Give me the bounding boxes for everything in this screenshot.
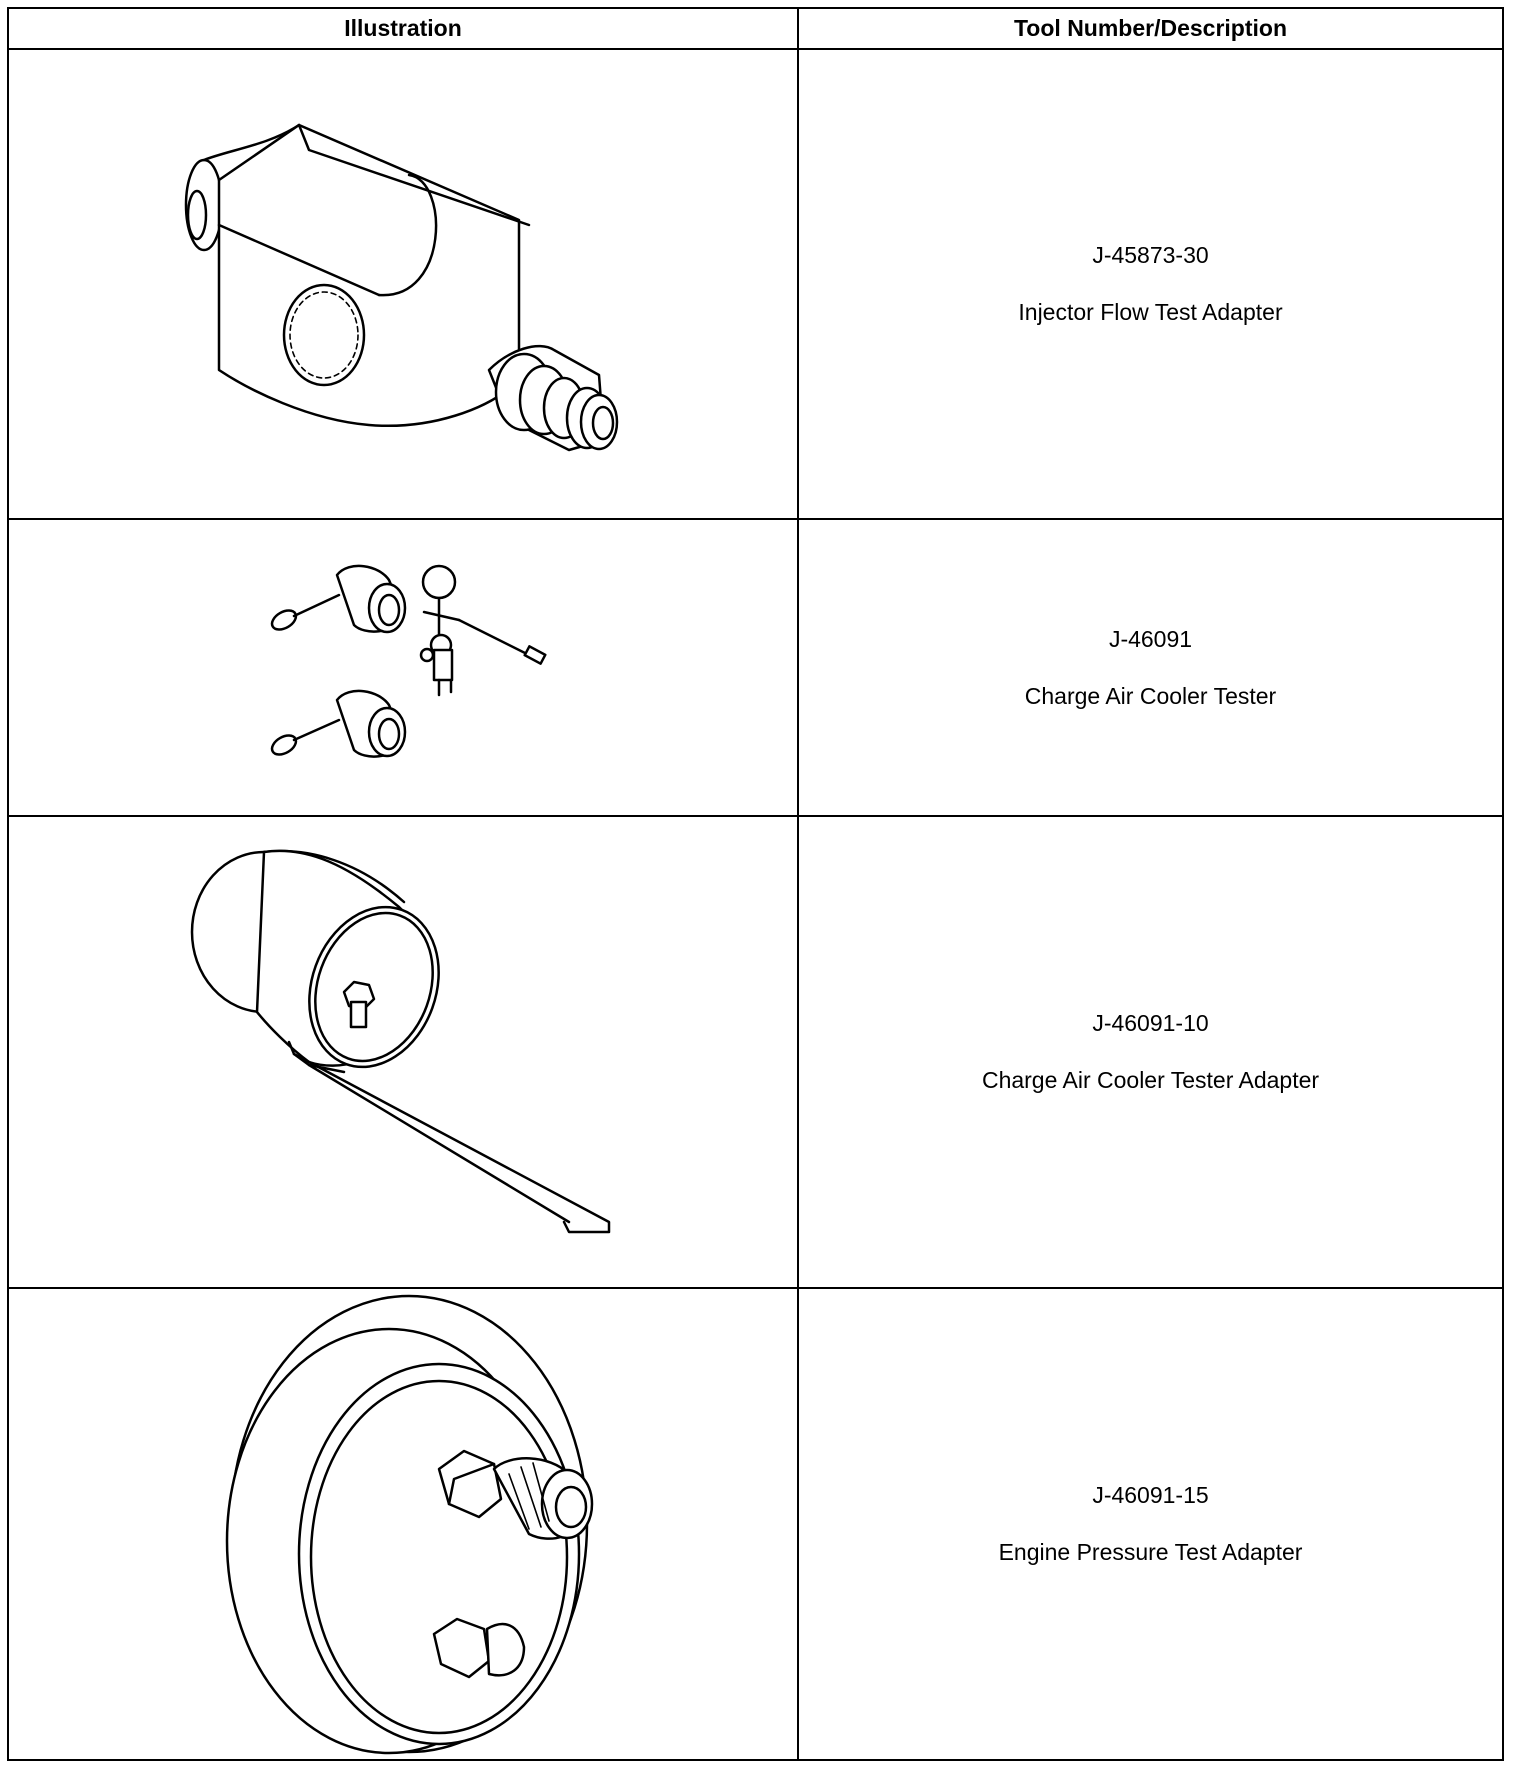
tool-number: J-46091-15 — [1092, 1482, 1209, 1508]
description-cell: J-46091-10 Charge Air Cooler Tester Adap… — [799, 817, 1502, 1287]
illustration-cell — [9, 520, 799, 815]
tool-number: J-45873-30 — [1092, 242, 1209, 268]
illustration-cell — [9, 817, 799, 1287]
description-cell: J-46091 Charge Air Cooler Tester — [799, 520, 1502, 815]
pressure-test-adapter-drawing-icon — [225, 1294, 594, 1755]
table-row: J-46091-10 Charge Air Cooler Tester Adap… — [9, 817, 1502, 1289]
tool-number: J-46091-10 — [1092, 1010, 1209, 1036]
description-cell: J-45873-30 Injector Flow Test Adapter — [799, 50, 1502, 518]
charge-air-cooler-tester-drawing-icon — [270, 564, 547, 758]
illustration-cell — [9, 1289, 799, 1759]
table-row: J-46091 Charge Air Cooler Tester — [9, 520, 1502, 817]
tool-number: J-46091 — [1108, 625, 1193, 652]
tool-description: Charge Air Cooler Tester Adapter — [981, 1067, 1320, 1093]
header-illustration: Illustration — [9, 9, 799, 50]
table-row: J-46091-15 Engine Pressure Test Adapter — [9, 1289, 1502, 1759]
tool-description: Charge Air Cooler Tester — [1024, 682, 1277, 709]
tool-description: Engine Pressure Test Adapter — [998, 1539, 1303, 1565]
description-cell: J-46091-15 Engine Pressure Test Adapter — [799, 1289, 1502, 1759]
header-tool-number-description: Tool Number/Description — [799, 9, 1502, 50]
tool-table: Illustration Tool Number/Description — [7, 7, 1504, 1761]
table-row: J-45873-30 Injector Flow Test Adapter — [9, 50, 1502, 520]
injector-flow-adapter-drawing-icon — [184, 123, 619, 452]
illustration-cell — [9, 50, 799, 518]
cooler-tester-adapter-drawing-icon — [190, 849, 611, 1234]
tool-description: Injector Flow Test Adapter — [1018, 299, 1283, 325]
